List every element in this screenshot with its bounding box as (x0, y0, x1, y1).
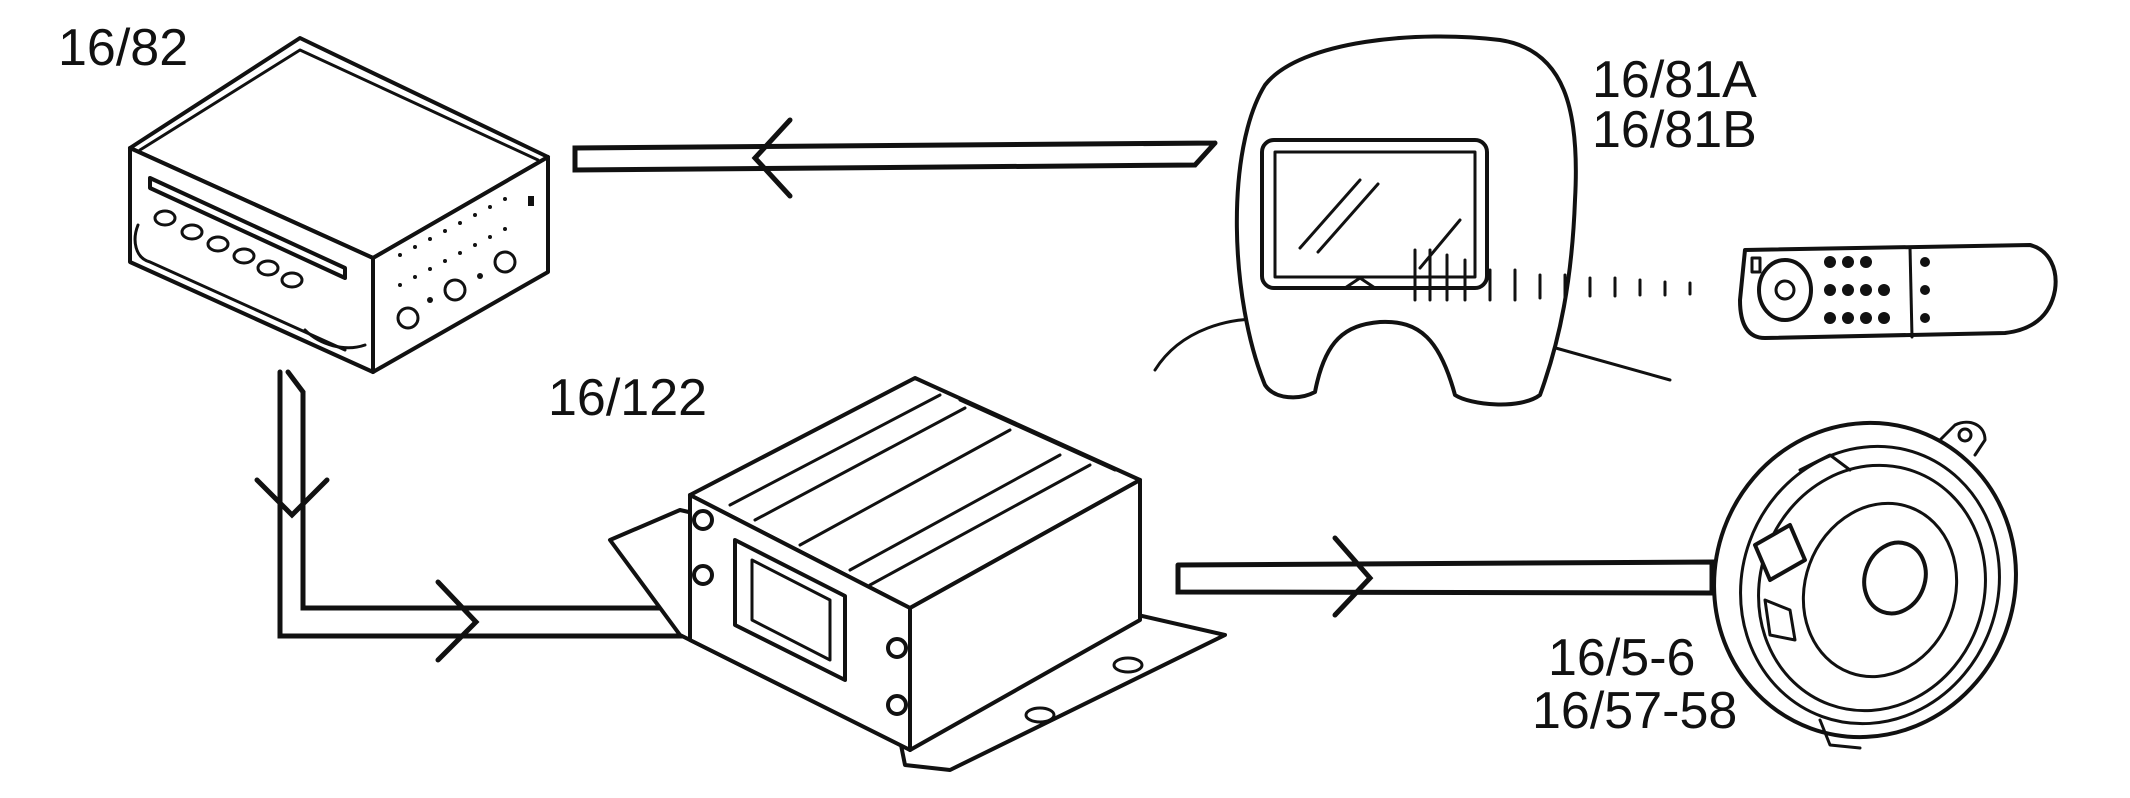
amplifier-illustration (608, 376, 1227, 772)
label-speaker-a: 16/5-6 (1548, 629, 1695, 687)
label-dvd-player: 16/82 (58, 19, 188, 77)
speaker-illustration (1712, 420, 2018, 750)
label-speaker-b: 16/57-58 (1532, 682, 1737, 740)
headrest-screen-illustration (1153, 34, 1692, 407)
label-screen-a: 16/81A (1592, 51, 1757, 109)
ir-signal-dashes (1413, 248, 1692, 302)
label-amplifier: 16/122 (548, 369, 707, 427)
remote-control-illustration (1738, 243, 2058, 340)
label-screen-b: 16/81B (1592, 101, 1757, 159)
arrow-amplifier-to-speaker (1175, 535, 1715, 618)
arrow-screen-to-dvd (572, 117, 1218, 199)
dvd-player-illustration (128, 36, 550, 374)
